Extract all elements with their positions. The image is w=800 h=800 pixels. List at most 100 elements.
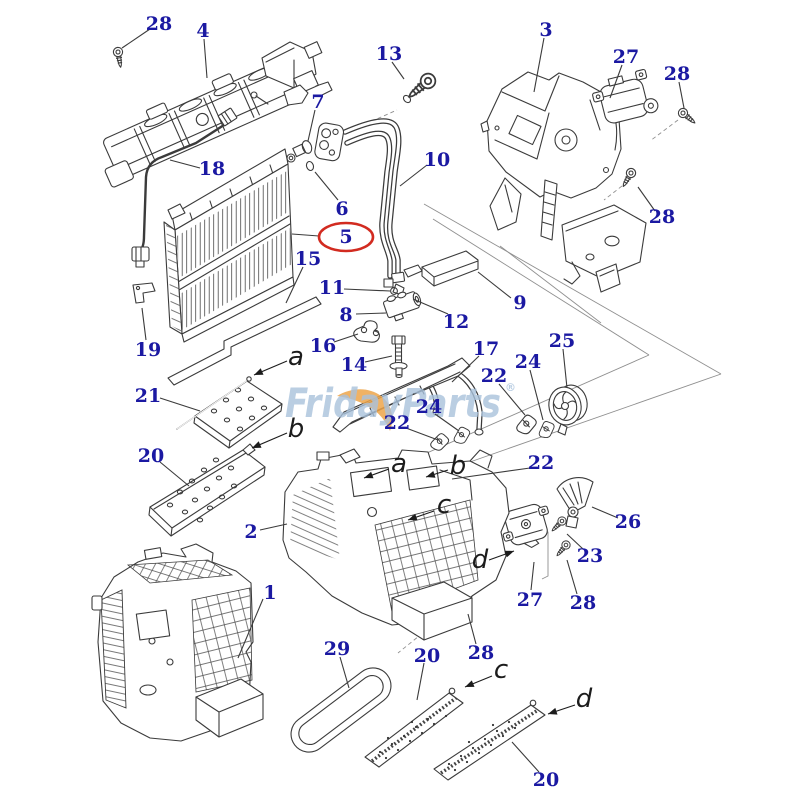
part-7-oring [301, 140, 313, 154]
leader-line-20 [159, 461, 190, 487]
leader-line-28 [467, 613, 477, 645]
position-letter-c: c [494, 655, 508, 685]
leader-line-19 [141, 307, 147, 341]
part-label-7: 7 [311, 91, 324, 113]
leader-lines [121, 28, 685, 773]
part-label-27: 27 [613, 46, 639, 68]
part-label-26: 26 [615, 511, 641, 533]
leader-line-23 [566, 533, 584, 550]
part-20-filter-c [364, 687, 464, 768]
part-label-28: 28 [649, 206, 675, 228]
leader-line-6 [314, 171, 339, 201]
part-18-harness [131, 107, 238, 268]
part-23-screw [548, 514, 569, 535]
part-label-28: 28 [664, 63, 690, 85]
part-label-21: 21 [135, 385, 161, 407]
part-16-link [353, 320, 380, 343]
part-27-actuator-bottom [502, 503, 549, 549]
part-label-12: 12 [443, 311, 469, 333]
leader-line-24 [434, 413, 460, 432]
leader-line-24 [529, 369, 544, 421]
part-4-duct-assembly [103, 41, 333, 188]
leader-line-3 [533, 37, 545, 93]
leader-line-8 [355, 312, 387, 315]
leader-line-13 [391, 61, 405, 80]
position-letter-a: a [391, 449, 407, 479]
part-label-15: 15 [295, 248, 321, 270]
part-label-29: 29 [324, 638, 350, 660]
part-label-13: 13 [376, 43, 402, 65]
letter-arrowhead-icon [504, 550, 514, 558]
leader-line-11 [343, 288, 391, 292]
part-26-cam [556, 477, 594, 529]
part-label-9: 9 [513, 292, 526, 314]
part-label-25: 25 [549, 330, 575, 352]
letter-arrowhead-icon [465, 680, 475, 687]
leader-line-28 [678, 81, 685, 109]
leader-line-29 [339, 656, 350, 689]
position-letter-c: c [437, 490, 451, 520]
part-label-4: 4 [196, 20, 209, 42]
leader-line-25 [562, 348, 568, 389]
part-28-screw-a [112, 46, 126, 69]
position-letter-a: a [288, 342, 304, 372]
leader-line-21 [159, 397, 201, 412]
part-14-bolt [389, 335, 408, 379]
part-label-8: 8 [339, 304, 352, 326]
part-label-20: 20 [414, 645, 440, 667]
part-label-28: 28 [468, 642, 494, 664]
part-label-20: 20 [533, 769, 559, 791]
highlight-ellipse [317, 221, 375, 253]
part-label-23: 23 [577, 545, 603, 567]
part-9-seal-strip [421, 250, 479, 287]
letter-arrowhead-icon [364, 471, 374, 479]
leader-line-20 [416, 662, 425, 701]
leader-line-15 [285, 266, 304, 304]
part-6-oring [305, 160, 315, 172]
part-label-2: 2 [244, 521, 257, 543]
part-label-24: 24 [416, 396, 442, 418]
part-label-22: 22 [528, 452, 554, 474]
part-27-actuator-top [592, 68, 659, 124]
letter-arrowhead-icon [548, 707, 558, 715]
letter-arrowhead-icon [252, 441, 262, 448]
leader-line-5 [291, 233, 320, 237]
part-label-17: 17 [473, 338, 499, 360]
position-letter-b: b [288, 414, 305, 444]
part-25-disc [548, 384, 588, 436]
leader-line-16 [333, 333, 359, 343]
leader-line-9 [477, 271, 512, 299]
part-29-seal-ring [290, 667, 392, 753]
watermark: FridayParts ® [285, 381, 516, 431]
part-label-27: 27 [517, 589, 543, 611]
part-20-filter-d [433, 699, 546, 781]
leader-line-27 [530, 561, 535, 591]
part-label-14: 14 [341, 354, 367, 376]
leader-line-28 [121, 28, 151, 49]
part-label-19: 19 [135, 339, 161, 361]
part-label-28: 28 [146, 13, 172, 35]
leader-line-12 [412, 298, 449, 315]
part-2-housing [282, 448, 510, 641]
position-letter-b: b [450, 451, 467, 481]
leader-line-17 [451, 355, 480, 383]
part-13-bolt [402, 69, 440, 104]
leader-line-2 [259, 523, 288, 531]
part-label-24: 24 [515, 351, 541, 373]
leader-line-1 [237, 598, 264, 659]
part-label-3: 3 [539, 19, 552, 41]
part-label-28: 28 [570, 592, 596, 614]
part-label-20: 20 [138, 445, 164, 467]
leader-line-7 [307, 109, 316, 142]
part-label-6: 6 [335, 198, 348, 220]
leader-line-22 [498, 383, 526, 416]
part-5-evaporator [163, 143, 307, 343]
part-label-18: 18 [199, 158, 225, 180]
part-21-filter [176, 376, 283, 449]
part-label-11: 11 [319, 277, 345, 299]
part-11-oring [390, 287, 398, 295]
part-28-screw-c [618, 166, 638, 190]
